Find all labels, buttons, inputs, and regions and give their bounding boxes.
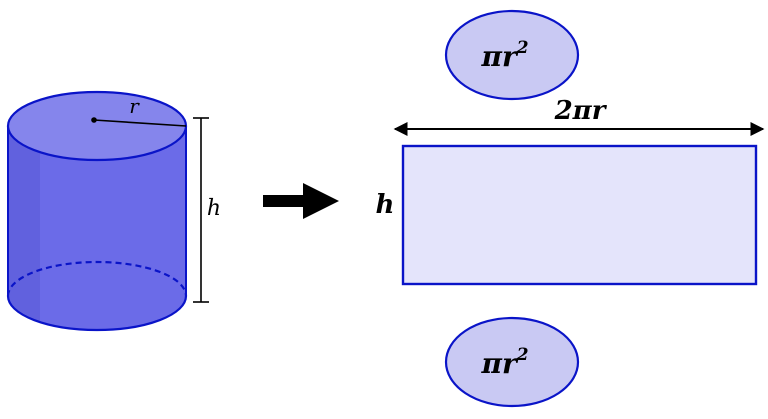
top-disk-exponent: 2: [516, 38, 529, 58]
cylinder-bottom-edge: [6, 295, 188, 332]
bottom-disk-base: πr: [480, 347, 518, 380]
cylinder-top: [6, 90, 188, 162]
radius-line: [93, 119, 187, 127]
cylinder-shade: [8, 126, 40, 322]
cylinder-height-label: h: [207, 196, 221, 221]
bottom-disk: [444, 316, 580, 408]
bottom-disk-exponent: 2: [516, 345, 529, 365]
cylinder: r h: [6, 90, 221, 332]
height-dimension: [193, 117, 209, 303]
top-disk: [444, 9, 580, 101]
top-disk-base: πr: [480, 40, 518, 73]
cylinder-bottom-hidden-edge: [6, 260, 188, 297]
radius-label: r: [129, 94, 140, 118]
lateral-rectangle: [401, 144, 758, 286]
transform-arrow: [263, 183, 339, 219]
cylinder-body: [8, 126, 186, 330]
cylinder-net: πr2 2πr h πr2: [376, 9, 765, 408]
net-height-label: h: [376, 190, 395, 220]
bottom-disk-label: πr2: [480, 345, 528, 380]
top-disk-label: πr2: [480, 38, 528, 73]
width-label: 2πr: [554, 96, 608, 126]
